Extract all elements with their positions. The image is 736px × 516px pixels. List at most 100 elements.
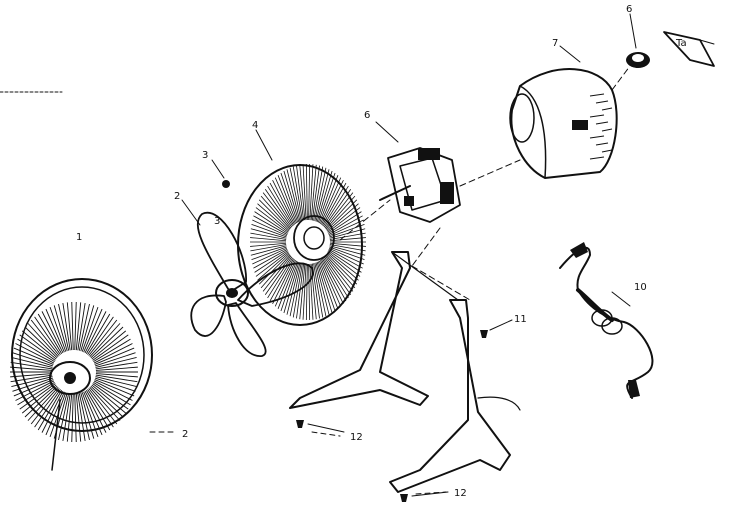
grille-spoke xyxy=(13,379,54,397)
grille-spoke xyxy=(90,385,124,418)
grille-spoke xyxy=(292,166,303,221)
assembly-lines xyxy=(149,65,631,495)
grille-spoke xyxy=(77,302,86,351)
grille-spoke xyxy=(321,180,344,225)
housing-shade-stroke xyxy=(601,107,613,111)
grille-spoke xyxy=(21,384,57,414)
grille-spoke xyxy=(30,388,60,425)
callout-part-11: 11 xyxy=(514,314,527,325)
housing-shade-stroke xyxy=(595,121,609,125)
grille-spoke xyxy=(91,384,127,414)
grille-spoke xyxy=(322,182,347,226)
grille-spoke xyxy=(328,247,364,265)
grille-spoke xyxy=(15,343,55,364)
grille-spoke xyxy=(91,330,127,360)
housing-shading xyxy=(589,93,613,160)
grille-spoke xyxy=(308,164,311,221)
grille-spoke xyxy=(250,237,287,242)
grille-spoke xyxy=(71,302,74,351)
grille-spoke xyxy=(329,232,366,240)
grille-spoke xyxy=(37,313,63,354)
grille-spoke xyxy=(41,311,64,354)
grille-spoke xyxy=(74,393,77,442)
grille-spoke xyxy=(299,164,306,221)
grille-spoke xyxy=(62,393,71,442)
grille-spoke xyxy=(93,343,133,364)
grille-spoke xyxy=(81,392,99,438)
grille-spoke xyxy=(66,393,73,442)
grille-spoke xyxy=(257,203,290,232)
grille-spoke xyxy=(95,352,136,367)
housing-shade-stroke xyxy=(595,142,609,146)
grille-spoke xyxy=(13,347,54,365)
svg-text:Ta: Ta xyxy=(675,38,687,49)
grille-spoke xyxy=(250,228,287,239)
grille-spoke xyxy=(92,334,129,361)
grille-spoke xyxy=(45,391,65,436)
grille-spoke xyxy=(75,393,82,442)
grille-spoke xyxy=(17,338,55,363)
grille-spoke xyxy=(328,250,362,273)
control-cap: Ta xyxy=(663,31,715,67)
grille-spoke xyxy=(262,255,292,292)
grille-spoke xyxy=(74,302,77,351)
grille-spoke xyxy=(310,263,317,320)
housing-shade-stroke xyxy=(589,156,605,160)
grille-spoke xyxy=(89,323,121,358)
grille-spoke xyxy=(262,192,292,229)
grille-spoke xyxy=(252,219,288,237)
grille-spoke xyxy=(286,262,301,315)
grille-spoke xyxy=(327,207,361,233)
grille-spoke xyxy=(316,170,333,223)
grille-spoke xyxy=(258,253,290,285)
grille-spoke xyxy=(87,316,114,355)
grille-spoke xyxy=(250,245,287,256)
grille-spoke xyxy=(27,386,59,421)
grille-spoke xyxy=(251,246,287,261)
grille-spoke xyxy=(27,323,59,358)
grille-spoke xyxy=(329,242,366,247)
grille-spoke xyxy=(95,374,138,383)
grille-spoke xyxy=(267,185,294,227)
grille-spoke xyxy=(87,389,114,428)
grille-spoke xyxy=(95,377,136,392)
grille-spoke xyxy=(250,244,287,252)
grille-spoke xyxy=(313,263,324,318)
grille-spoke xyxy=(255,207,289,233)
grille-spoke xyxy=(250,242,287,247)
housing-shade-stroke xyxy=(601,149,613,153)
grille-spoke xyxy=(11,357,53,368)
grille-spoke xyxy=(309,263,314,320)
grille-spoke xyxy=(329,244,366,252)
callout-part-7: 7 xyxy=(552,38,558,49)
grille-spoke xyxy=(314,167,327,222)
grille-spoke xyxy=(92,383,129,410)
grille-spoke xyxy=(296,263,305,319)
grille-spoke xyxy=(30,319,60,356)
grille-spoke xyxy=(325,254,356,289)
grille-spoke xyxy=(250,232,287,240)
housing-shade-stroke xyxy=(595,100,609,104)
grille-spoke xyxy=(94,379,135,397)
grille-spoke xyxy=(12,377,53,392)
rear-grille-spokes xyxy=(250,164,366,320)
callout-part-1: 1 xyxy=(76,232,82,243)
callout-part-12-right: 12 xyxy=(454,488,467,499)
grille-spoke xyxy=(317,261,336,312)
grille-spoke xyxy=(62,302,71,351)
front-grille-spokes xyxy=(10,302,138,442)
grille-spoke xyxy=(328,249,363,269)
callout-part-6-motor: 6 xyxy=(364,110,370,121)
grille-spoke xyxy=(289,167,302,222)
grille-spoke xyxy=(253,215,288,235)
grille-spoke xyxy=(322,185,349,227)
grille-spoke xyxy=(257,252,290,281)
grille-spoke xyxy=(305,164,308,221)
power-cord xyxy=(559,242,654,399)
grille-spoke xyxy=(328,211,362,234)
grille-spoke xyxy=(308,263,311,320)
callout-part-3-tab: 3 xyxy=(202,150,208,161)
grille-spoke xyxy=(77,393,86,442)
grille-spoke xyxy=(93,338,131,363)
grille-spoke xyxy=(296,165,305,221)
